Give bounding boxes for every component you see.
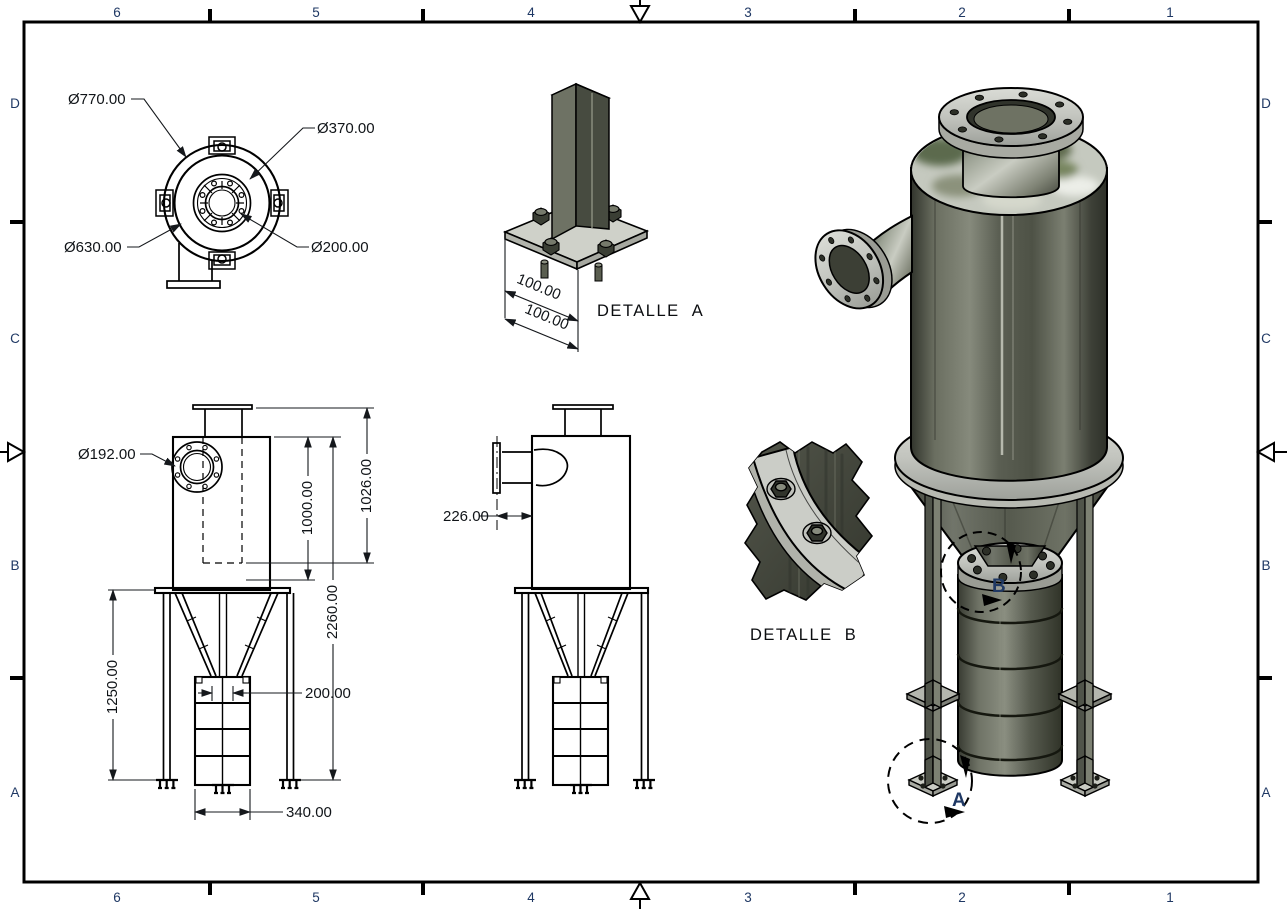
front-outline: [153, 404, 301, 795]
top-view: Ø770.00 Ø370.00 Ø630.00 Ø200.00: [64, 91, 375, 289]
dim-body-diameter: Ø630.00: [64, 239, 122, 256]
dim-bin-width: 340.00: [286, 804, 332, 821]
dim-outlet-width: 200.00: [305, 685, 351, 702]
dim-total-height: 2260.00: [324, 585, 341, 639]
zone-label: 3: [744, 5, 752, 20]
zone-label: 3: [744, 890, 752, 905]
zone-label: 6: [113, 5, 121, 20]
detail-b-title: DETALLE B: [750, 626, 857, 644]
legs-front: [162, 593, 295, 780]
detail-a-title: DETALLE A: [597, 302, 704, 320]
cone-front: [174, 592, 279, 677]
dim-outlet-diameter: Ø200.00: [311, 239, 369, 256]
flange-bolt: [802, 521, 832, 545]
plan-outlet-duct: [166, 243, 221, 289]
center-arrow-left: [0, 441, 27, 463]
iso-collector-bin: [956, 574, 1064, 777]
zone-label: B: [1261, 558, 1270, 573]
front-view: 1250.00 1000.00 2260.00 1026.00 200.00 3…: [78, 404, 375, 821]
flange-spokes: [200, 181, 244, 225]
zone-label: 2: [958, 890, 966, 905]
dim-inner-height: 1000.00: [299, 481, 316, 535]
iso-leg-gussets: [905, 678, 1113, 713]
dim-inlet-flange: Ø192.00: [78, 446, 136, 463]
inlet-flange-bolt-holes: [819, 236, 880, 303]
side-outline: [492, 404, 655, 795]
center-arrow-right: [1255, 441, 1287, 463]
zone-label: C: [10, 331, 20, 346]
zone-label: D: [10, 96, 20, 111]
plate-bolts: [1070, 775, 1100, 789]
detail-b-view: DETALLE B: [744, 441, 874, 644]
iso-base-plates: [907, 754, 1111, 798]
iso-inlet-flange: [814, 228, 893, 310]
inner-tube-hidden-line: [202, 437, 243, 564]
center-arrow-bottom: [629, 880, 651, 909]
zone-label: 2: [958, 5, 966, 20]
zone-label: D: [1261, 96, 1271, 111]
dim-leg-height: 1250.00: [104, 660, 121, 714]
legs-side: [521, 593, 649, 780]
detail-a-callout: A: [887, 738, 973, 824]
zone-tick-marks: [10, 9, 1272, 895]
zone-label: B: [10, 558, 19, 573]
zone-label: 1: [1166, 5, 1174, 20]
dim-outer-diameter: Ø770.00: [68, 91, 126, 108]
support-ring-plate-side: [513, 586, 650, 595]
iso-top-flange: [938, 87, 1084, 159]
clamp-lug-bottom: [208, 251, 236, 270]
isometric-view: B A: [814, 87, 1124, 824]
callout-letter-a: A: [952, 790, 966, 811]
column-angle-profile: [550, 82, 612, 241]
front-dimensions: 1250.00 1000.00 2260.00 1026.00 200.00 3…: [78, 407, 375, 821]
inlet-flange-front: [171, 441, 223, 493]
bolt-hex: [542, 237, 560, 256]
bin-band-seams: [956, 607, 1064, 762]
clamp-lug-left: [155, 189, 174, 217]
bolt-hex: [597, 239, 615, 258]
side-dimensions: 226.00: [443, 508, 533, 525]
zone-label: 4: [527, 890, 535, 905]
flange-bolts: [199, 180, 245, 226]
zone-label: 1: [1166, 890, 1174, 905]
zone-labels: 6 5 4 3 2 1 6 5 4 3 2 1 D C B A D C B A: [10, 5, 1271, 905]
iso-inlet-pipe: [814, 214, 913, 310]
zone-label: 5: [312, 5, 320, 20]
top-view-dimensions: Ø770.00 Ø370.00 Ø630.00 Ø200.00: [64, 91, 375, 256]
center-arrow-top: [629, 0, 651, 25]
clamp-lug-right: [270, 189, 289, 217]
anchor-feet-side: [514, 778, 655, 795]
flange-bolt: [766, 477, 796, 501]
top-view-circles: [162, 143, 282, 263]
anchor-feet-front: [156, 778, 301, 795]
zone-label: A: [10, 785, 19, 800]
callout-letter-b: B: [992, 576, 1006, 597]
bolt-hex: [532, 207, 550, 226]
anchor-bolts-front: [542, 237, 615, 258]
top-flange-bolt-holes: [949, 91, 1073, 143]
side-view: 226.00: [443, 404, 655, 795]
clamp-lug-top: [208, 136, 236, 155]
plate-bolts: [918, 775, 948, 789]
inlet-flange-bolts: [174, 444, 220, 490]
anchor-pins: [540, 259, 603, 282]
clamp-lugs: [155, 136, 289, 270]
zone-label: 4: [527, 5, 535, 20]
dim-inlet-offset: 226.00: [443, 508, 489, 525]
inlet-scroll-curve: [533, 448, 569, 487]
zone-label: C: [1261, 331, 1271, 346]
iso-cone-flange: [957, 542, 1063, 592]
dim-body-height: 1026.00: [358, 459, 375, 513]
detail-b-callout: B: [940, 531, 1022, 613]
dim-flange-diameter: Ø370.00: [317, 120, 375, 137]
cone-side: [534, 592, 629, 677]
iso-body-cylinder: [910, 167, 1108, 482]
zone-label: A: [1261, 785, 1270, 800]
inlet-pipe-side: [492, 436, 569, 530]
zone-label: 6: [113, 890, 121, 905]
zone-label: 5: [312, 890, 320, 905]
